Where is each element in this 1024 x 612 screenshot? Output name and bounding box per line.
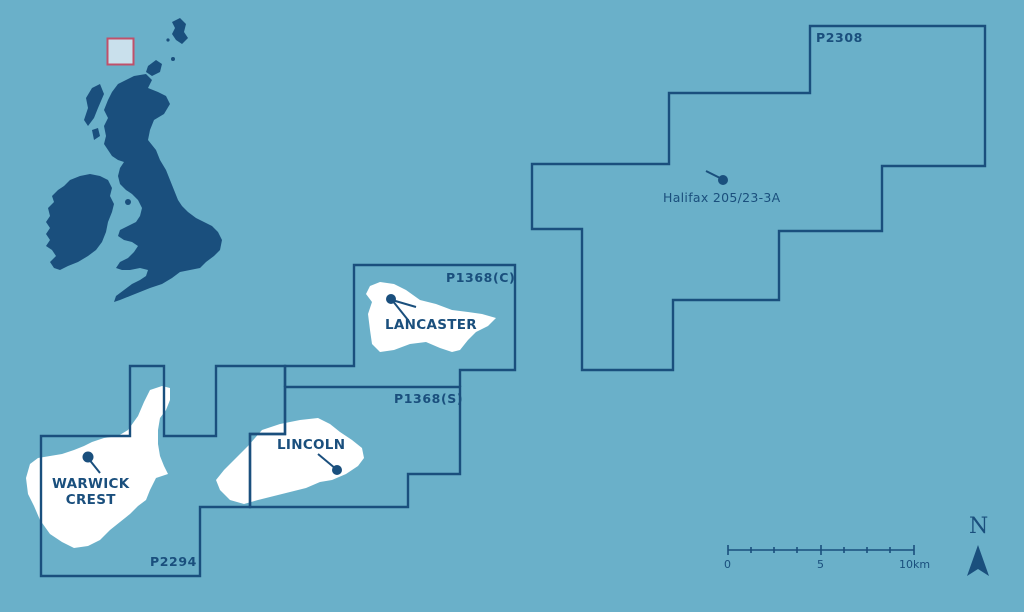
scale-label-5: 5 xyxy=(817,558,824,571)
warwick-crest-field-shape xyxy=(26,386,170,548)
uk-ireland-inset-map xyxy=(46,18,222,302)
field-label-warwick-crest: WARWICK CREST xyxy=(52,476,130,508)
field-label-warwick: WARWICK xyxy=(52,476,130,492)
block-label-p1368s: P1368(S) xyxy=(394,391,464,406)
scale-bar xyxy=(727,545,915,555)
north-arrow-icon xyxy=(967,545,989,576)
lancaster-field-shape xyxy=(366,282,496,352)
scale-label-0: 0 xyxy=(724,558,731,571)
well-label-halifax: Halifax 205/23-3A xyxy=(663,190,781,205)
block-label-p2294: P2294 xyxy=(150,554,197,569)
block-label-p1368c: P1368(C) xyxy=(446,270,516,285)
scale-label-10km: 10km xyxy=(899,558,931,571)
warwick-crest-well-marker[interactable] xyxy=(82,451,101,474)
lancaster-well-marker[interactable] xyxy=(386,294,417,321)
field-label-lancaster: LANCASTER xyxy=(385,317,477,333)
lincoln-well-marker[interactable] xyxy=(317,453,342,475)
lincoln-field-shape xyxy=(216,418,364,504)
north-letter: N xyxy=(969,514,989,539)
block-p2308-boundary[interactable] xyxy=(530,24,987,372)
locator-highlight-box xyxy=(106,37,135,66)
halifax-well-marker[interactable] xyxy=(705,170,728,185)
field-label-lincoln: LINCOLN xyxy=(277,437,346,453)
block-label-p2308: P2308 xyxy=(816,30,863,45)
block-p2294-boundary[interactable] xyxy=(39,364,287,578)
block-p1368c-boundary[interactable] xyxy=(283,263,517,387)
field-label-crest: CREST xyxy=(65,491,116,508)
